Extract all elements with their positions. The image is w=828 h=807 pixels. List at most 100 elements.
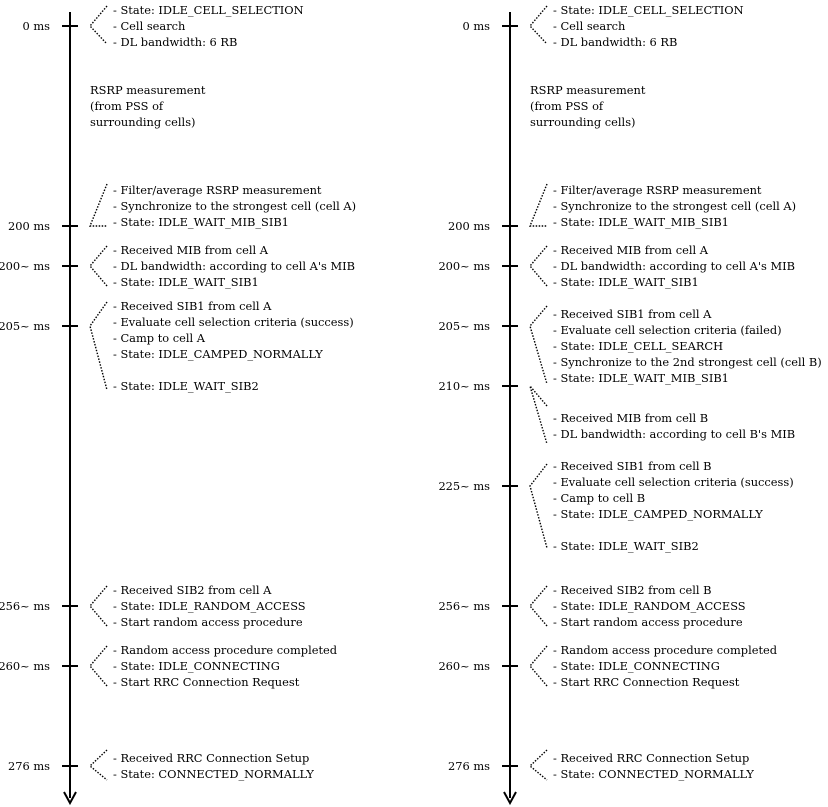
dotted-bracket-connector (89, 245, 108, 287)
time-label: 200~ ms (0, 259, 50, 273)
event-detail-line: - Start random access procedure (553, 615, 743, 629)
timeline-event: 276 ms - Received RRC Connection Setup - S… (8, 749, 314, 781)
time-label: 0 ms (22, 19, 50, 33)
event-detail-line: - Received RRC Connection Setup (553, 751, 749, 765)
time-label: 200 ms (8, 219, 50, 233)
left-timeline: RSRP measurement (from PSS of surrounding … (0, 3, 356, 806)
event-detail-line: - Start RRC Connection Request (113, 675, 300, 689)
dotted-bracket-connector (89, 645, 108, 687)
event-detail-line: - Received SIB1 from cell B (553, 459, 712, 473)
event-detail-line: - Received RRC Connection Setup (113, 751, 309, 765)
arrow-head-icon (503, 791, 517, 806)
event-detail-line: - Synchronize to the 2nd strongest cell … (553, 355, 822, 369)
event-detail-line: - State: IDLE_WAIT_SIB2 (553, 539, 699, 553)
event-detail-line: - State: CONNECTED_NORMALLY (553, 767, 754, 781)
event-detail-line: - State: IDLE_WAIT_MIB_SIB1 (553, 215, 729, 229)
event-detail-line: - State: IDLE_WAIT_SIB1 (553, 275, 699, 289)
event-detail-line: - DL bandwidth: 6 RB (553, 35, 677, 49)
dotted-bracket-connector (528, 183, 548, 227)
time-label: 225~ ms (438, 479, 490, 493)
timeline-event: 200~ ms - Received MIB from cell A - DL ba… (438, 243, 795, 289)
dotted-bracket-connector (529, 463, 548, 549)
time-label: 256~ ms (438, 599, 490, 613)
event-detail-line: - Received SIB1 from cell A (113, 299, 272, 313)
event-detail-line: - State: IDLE_RANDOM_ACCESS (553, 599, 746, 613)
event-detail-line: - Received MIB from cell B (553, 411, 708, 425)
event-detail-line: - State: IDLE_WAIT_SIB1 (113, 275, 259, 289)
time-label: 260~ ms (438, 659, 490, 673)
rsrp-measurement-note: (from PSS of (530, 99, 604, 113)
rsrp-measurement-note: (from PSS of (90, 99, 164, 113)
timeline-event: 0 ms- State: IDLE_CELL_SELECTION- Cell s… (462, 3, 743, 49)
dotted-bracket-connector (89, 585, 108, 627)
timeline-event: 200 ms - Filter/average RSRP measurement -… (8, 183, 356, 233)
event-detail-line: - Random access procedure completed (553, 643, 777, 657)
timeline-event: 210~ ms- Received MIB from cell B- DL ba… (438, 379, 795, 445)
dotted-bracket-connector (528, 749, 548, 781)
timeline-event: 225~ ms - Received SIB1 from cell B - Eval… (438, 459, 793, 553)
dotted-bracket-connector (529, 305, 548, 385)
time-label: 276 ms (448, 759, 490, 773)
dotted-bracket-connector (529, 385, 548, 445)
event-detail-line: - Evaluate cell selection criteria (succ… (553, 475, 794, 489)
dotted-bracket-connector (88, 749, 108, 781)
event-detail-line: - State: IDLE_WAIT_MIB_SIB1 (553, 371, 729, 385)
event-detail-line: - Received MIB from cell A (113, 243, 269, 257)
dotted-bracket-connector (529, 5, 548, 45)
event-detail-line: - Cell search (113, 19, 186, 33)
event-detail-line: - Camp to cell A (113, 331, 206, 345)
event-detail-line: - State: IDLE_CAMPED_NORMALLY (553, 507, 763, 521)
timeline-event: 205~ ms - Received SIB1 from cell A - Eval… (438, 305, 822, 385)
event-detail-line: - State: IDLE_CELL_SEARCH (553, 339, 723, 353)
event-detail-line: - State: IDLE_CONNECTING (113, 659, 280, 673)
time-label: 256~ ms (0, 599, 50, 613)
event-detail-line: - Synchronize to the strongest cell (cel… (553, 199, 796, 213)
time-label: 200~ ms (438, 259, 490, 273)
right-timeline: RSRP measurement (from PSS of surrounding … (438, 3, 822, 806)
timeline-event: 256~ ms- Received SIB2 from cell B- Stat… (438, 583, 745, 629)
dotted-bracket-connector (529, 245, 548, 287)
event-detail-line: - Synchronize to the strongest cell (cel… (113, 199, 356, 213)
timeline-event: 256~ ms- Received SIB2 from cell A- Stat… (0, 583, 306, 629)
dotted-bracket-connector (88, 183, 108, 227)
event-detail-line: - Received SIB1 from cell A (553, 307, 712, 321)
time-label: 210~ ms (438, 379, 490, 393)
timeline-event: 260~ ms- Random access procedure complet… (0, 643, 337, 689)
event-detail-line: - Filter/average RSRP measurement (553, 183, 762, 197)
event-detail-line: - Cell search (553, 19, 626, 33)
event-detail-line: - State: IDLE_CONNECTING (553, 659, 720, 673)
event-detail-line: - Received MIB from cell A (553, 243, 709, 257)
timeline-event: 205~ ms - Received SIB1 from cell A - Eval… (0, 299, 354, 393)
event-detail-line: - State: IDLE_CELL_SELECTION (113, 3, 304, 17)
time-label: 205~ ms (438, 319, 490, 333)
event-detail-line: - DL bandwidth: 6 RB (113, 35, 237, 49)
event-detail-line: - State: IDLE_WAIT_MIB_SIB1 (113, 215, 289, 229)
dotted-bracket-connector (529, 645, 548, 687)
event-detail-line: - DL bandwidth: according to cell A's MI… (553, 259, 795, 273)
dotted-bracket-connector (529, 585, 548, 627)
time-label: 260~ ms (0, 659, 50, 673)
arrow-head-icon (63, 791, 77, 806)
rsrp-measurement-note: RSRP measurement (90, 83, 206, 97)
rsrp-measurement-note: RSRP measurement (530, 83, 646, 97)
event-detail-line: - Filter/average RSRP measurement (113, 183, 322, 197)
event-detail-line: - State: IDLE_WAIT_SIB2 (113, 379, 259, 393)
event-detail-line: - Start random access procedure (113, 615, 303, 629)
timeline-event: 200 ms - Filter/average RSRP measurement -… (448, 183, 796, 233)
event-detail-line: - State: IDLE_CELL_SELECTION (553, 3, 744, 17)
rsrp-measurement-note: surrounding cells) (90, 115, 195, 129)
dotted-bracket-connector (89, 5, 108, 45)
time-label: 200 ms (448, 219, 490, 233)
event-detail-line: - DL bandwidth: according to cell A's MI… (113, 259, 355, 273)
event-detail-line: - State: CONNECTED_NORMALLY (113, 767, 314, 781)
event-detail-line: - State: IDLE_CAMPED_NORMALLY (113, 347, 323, 361)
event-detail-line: - Evaluate cell selection criteria (succ… (113, 315, 354, 329)
event-detail-line: - Received SIB2 from cell A (113, 583, 272, 597)
event-detail-line: - Evaluate cell selection criteria (fail… (553, 323, 782, 337)
event-detail-line: - Camp to cell B (553, 491, 645, 505)
time-label: 205~ ms (0, 319, 50, 333)
event-detail-line: - Start RRC Connection Request (553, 675, 740, 689)
time-label: 276 ms (8, 759, 50, 773)
rsrp-measurement-note: surrounding cells) (530, 115, 635, 129)
